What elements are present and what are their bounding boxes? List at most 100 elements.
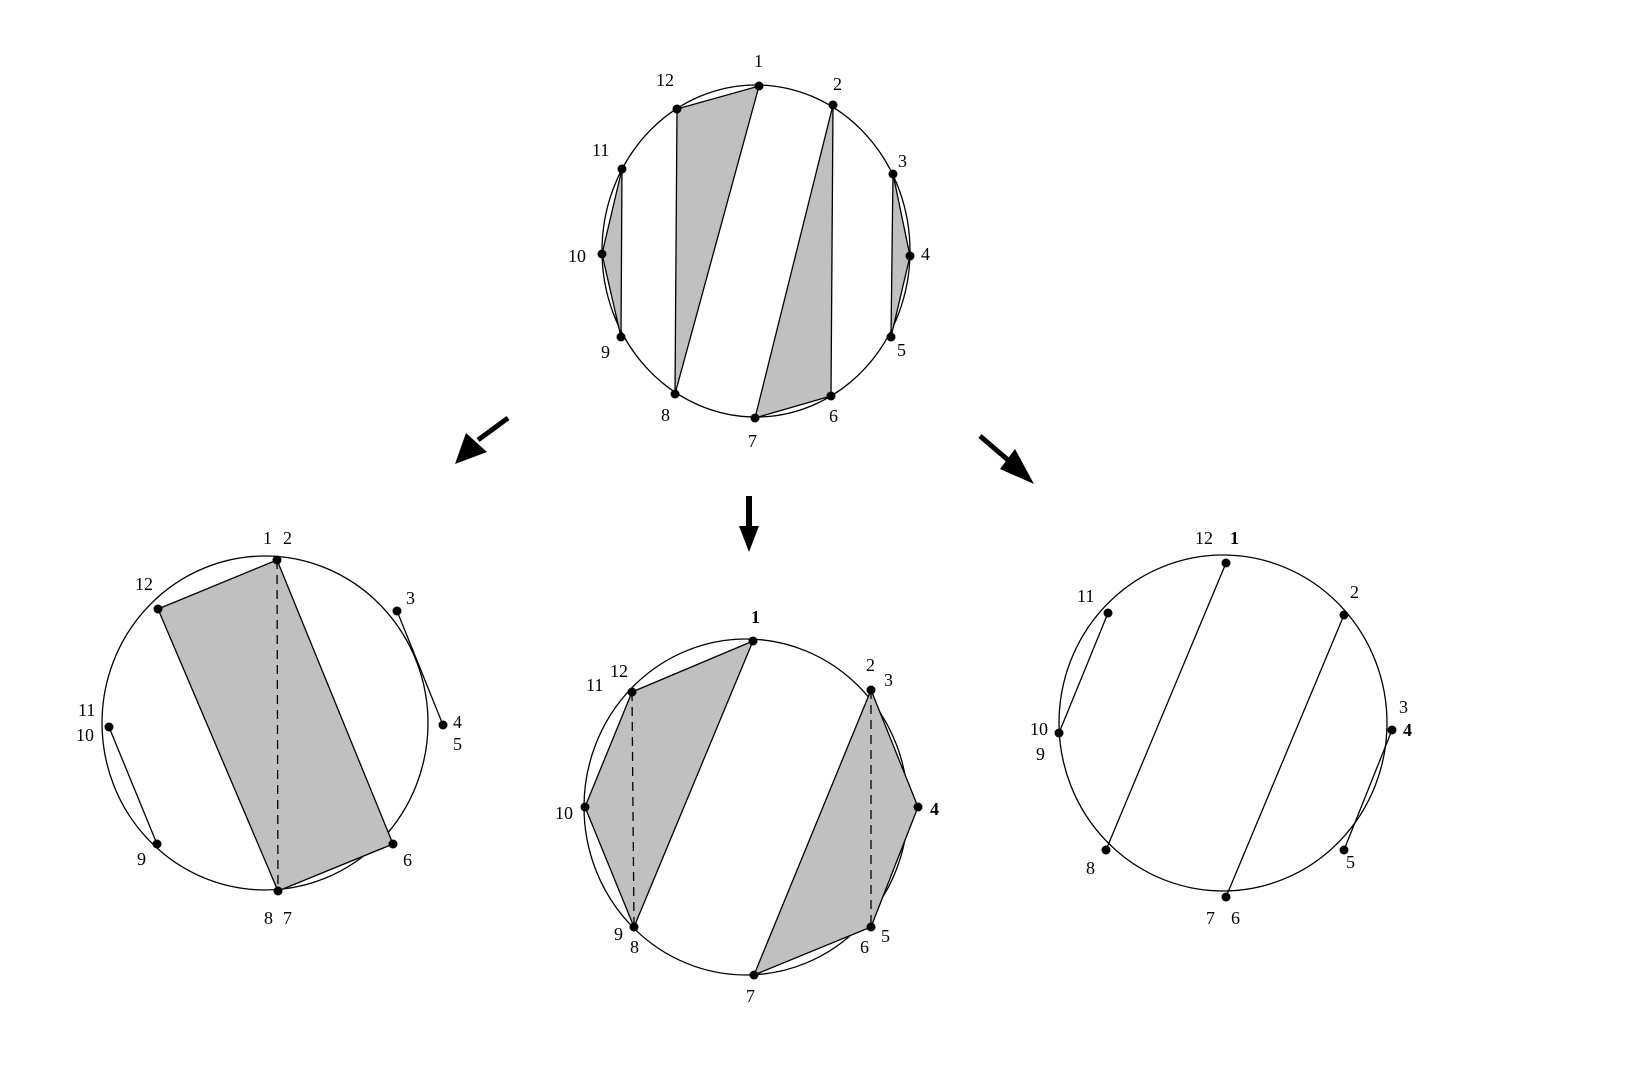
middle-vertex-6-5	[866, 922, 876, 932]
right-chord-34-5	[1343, 729, 1393, 851]
left-label-11: 11	[78, 700, 95, 720]
top-label-3: 3	[898, 151, 907, 171]
middle-label-9: 9	[614, 924, 623, 944]
middle-label-6: 6	[860, 937, 869, 957]
top-vertex-3	[888, 169, 898, 179]
right-vertex-2	[1339, 610, 1349, 620]
middle-label-4: 4	[930, 799, 939, 819]
left-label-2: 2	[283, 528, 292, 548]
right-vertices	[1054, 558, 1397, 902]
top-shaded-region-11-10-9	[601, 168, 623, 338]
arrow-to-right	[978, 434, 1034, 484]
middle-vertex-9-8	[629, 922, 639, 932]
left-diagram: 1 2 3 4 5 6 7 8 9 10 11 12	[76, 528, 462, 928]
top-vertices	[597, 81, 915, 423]
top-vertex-9	[616, 332, 626, 342]
left-label-4: 4	[453, 712, 462, 732]
arrows	[455, 415, 1034, 552]
top-label-2: 2	[833, 74, 842, 94]
right-vertex-10-9	[1054, 728, 1064, 738]
middle-label-5: 5	[881, 926, 890, 946]
arrow-to-middle	[739, 496, 759, 552]
middle-label-2: 2	[866, 655, 875, 675]
right-label-6: 6	[1231, 908, 1240, 928]
left-vertex-12	[153, 604, 163, 614]
right-label-12: 12	[1195, 528, 1213, 548]
middle-label-1: 1	[751, 607, 760, 627]
middle-vertex-10	[580, 802, 590, 812]
left-label-8: 8	[264, 908, 273, 928]
middle-shaded-region-right	[752, 688, 919, 977]
top-label-11: 11	[592, 140, 609, 160]
left-vertex-4-5	[438, 720, 448, 730]
middle-vertex-12-11	[627, 687, 637, 697]
left-vertex-8-7	[273, 886, 283, 896]
right-label-7: 7	[1206, 908, 1215, 928]
right-label-10: 10	[1030, 719, 1048, 739]
left-vertices	[104, 555, 448, 896]
middle-label-7: 7	[746, 986, 755, 1006]
left-vertex-1-2	[272, 555, 282, 565]
top-shaded-region-12-1-8	[674, 85, 760, 395]
left-labels: 1 2 3 4 5 6 7 8 9 10 11 12	[76, 528, 462, 928]
right-label-2: 2	[1350, 582, 1359, 602]
top-vertex-2	[828, 100, 838, 110]
arrow-to-left	[455, 415, 510, 464]
top-label-6: 6	[829, 406, 838, 426]
middle-label-11: 11	[586, 675, 603, 695]
right-label-4: 4	[1403, 720, 1412, 740]
left-label-7: 7	[283, 908, 292, 928]
right-label-1: 1	[1230, 528, 1239, 548]
middle-labels: 1 2 3 4 5 6 7 8 9 10 11 12	[555, 607, 939, 1006]
top-labels: 1 2 3 4 5 6 7 8 9 10 11 12	[568, 51, 930, 451]
middle-vertex-7	[749, 970, 759, 980]
left-chord-3-45	[396, 610, 444, 726]
top-diagram: 1 2 3 4 5 6 7 8 9 10 11 12	[568, 51, 930, 451]
middle-vertex-4	[913, 802, 923, 812]
middle-diagram: 1 2 3 4 5 6 7 8 9 10 11 12	[555, 607, 939, 1006]
left-vertex-9	[152, 839, 162, 849]
left-vertex-3	[392, 606, 402, 616]
middle-dashed-chord-left	[631, 691, 635, 928]
left-label-3: 3	[406, 588, 415, 608]
left-vertex-6	[388, 839, 398, 849]
top-vertex-4	[905, 251, 915, 261]
middle-label-12: 12	[610, 661, 628, 681]
left-label-9: 9	[137, 849, 146, 869]
right-vertex-3-4	[1387, 725, 1397, 735]
top-vertex-11	[617, 164, 627, 174]
middle-vertex-2-3	[866, 685, 876, 695]
right-vertex-7-6	[1221, 892, 1231, 902]
top-shaded-region-2-7-6	[754, 104, 834, 419]
right-chord-121-8	[1105, 562, 1227, 851]
middle-label-10: 10	[555, 803, 573, 823]
left-label-12: 12	[135, 574, 153, 594]
top-vertex-7	[750, 413, 760, 423]
left-circle	[101, 555, 429, 891]
top-vertex-8	[670, 389, 680, 399]
middle-label-8: 8	[630, 937, 639, 957]
top-vertex-10	[597, 249, 607, 259]
middle-shaded-region-left	[584, 639, 755, 929]
right-label-8: 8	[1086, 858, 1095, 878]
left-chord-1011-9	[108, 726, 158, 845]
left-label-10: 10	[76, 725, 94, 745]
right-labels: 1 2 3 4 5 6 7 8 9 10 11 12	[1030, 528, 1412, 928]
left-label-1: 1	[263, 528, 272, 548]
top-label-9: 9	[601, 342, 610, 362]
right-vertex-12-1	[1221, 558, 1231, 568]
right-label-5: 5	[1346, 852, 1355, 872]
right-vertex-5	[1339, 845, 1349, 855]
top-circle	[601, 84, 911, 418]
top-label-1: 1	[754, 51, 763, 71]
top-label-7: 7	[748, 431, 757, 451]
left-label-5: 5	[453, 734, 462, 754]
right-label-11: 11	[1077, 586, 1094, 606]
top-label-5: 5	[897, 340, 906, 360]
right-circle	[1058, 554, 1388, 892]
left-shaded-region	[157, 559, 394, 892]
top-label-8: 8	[661, 405, 670, 425]
right-diagram: 1 2 3 4 5 6 7 8 9 10 11 12	[1030, 528, 1412, 928]
top-label-10: 10	[568, 246, 586, 266]
top-label-4: 4	[921, 244, 930, 264]
